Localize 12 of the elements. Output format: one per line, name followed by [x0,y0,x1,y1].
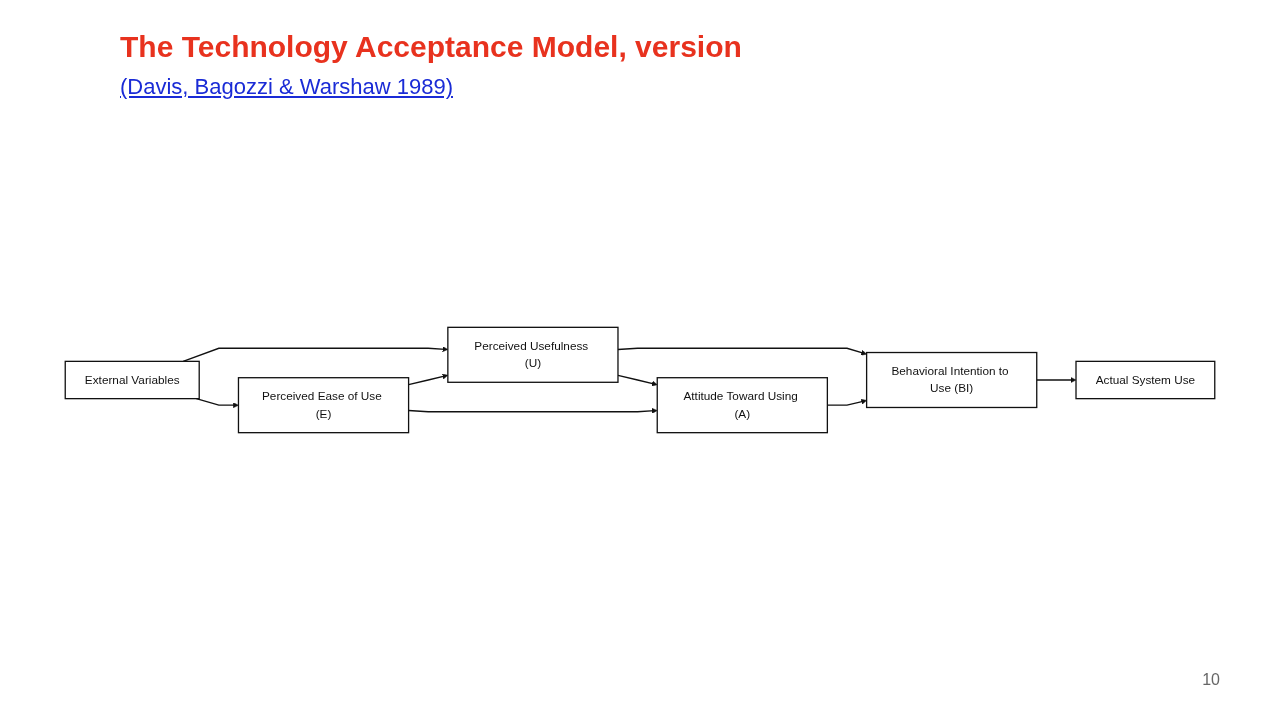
node-box: Actual System Use [1075,360,1216,400]
slide-number: 10 [1202,671,1220,689]
arrow [1036,377,1077,383]
citation: (Davis, Bagozzi & Warshaw 1989) [120,74,453,100]
node-box: Behavioral Intention to Use (BI) [865,351,1038,409]
arrow [617,374,658,387]
node-box: Perceived Usefulness (U) [447,326,619,383]
arrow [617,347,867,356]
slide-title: The Technology Acceptance Model, version [120,30,742,64]
node-box: External Variables [64,360,200,400]
node-box: Attitude Toward Using (A) [656,377,828,434]
node-box: Perceived Ease of Use (E) [237,377,410,434]
